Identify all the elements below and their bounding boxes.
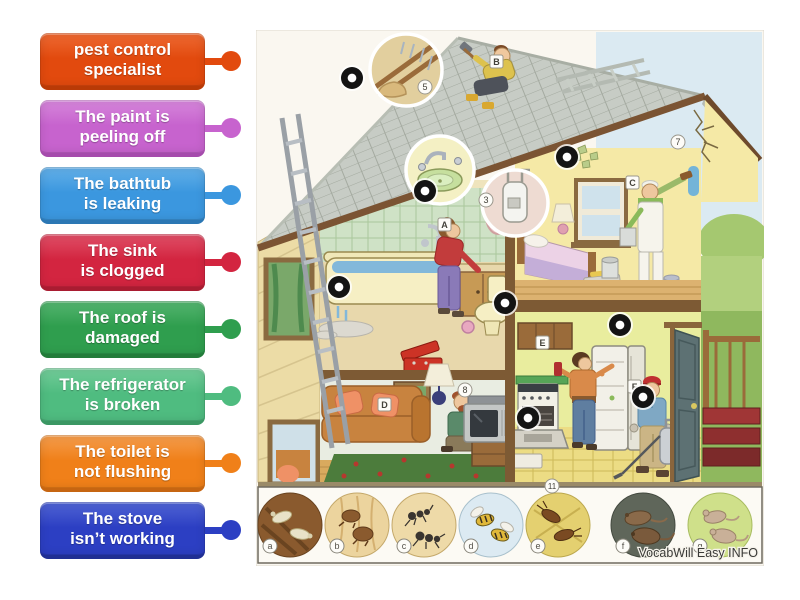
watering-pot (461, 320, 475, 334)
roof-ladder (555, 58, 651, 94)
kitchen (506, 312, 702, 483)
label-connector-stem (200, 125, 226, 132)
drop-target-clogged-sink[interactable] (414, 180, 436, 202)
pest-strip: a b c d e f g (257, 486, 763, 564)
bedroom (515, 148, 701, 312)
leaning-ladder (279, 113, 351, 449)
svg-text:E: E (539, 338, 545, 348)
svg-text:e: e (535, 541, 540, 551)
porch-steps (702, 330, 761, 467)
svg-text:C: C (629, 178, 636, 188)
label-connector-dot (221, 118, 241, 138)
rug (324, 454, 505, 482)
label-connector-dot (221, 185, 241, 205)
floor-lamp (423, 363, 455, 405)
svg-text:g: g (697, 541, 702, 551)
wall-crack (693, 109, 719, 163)
svg-text:F: F (632, 382, 638, 392)
svg-text:8: 8 (462, 385, 467, 395)
label-connector-dot (221, 520, 241, 540)
label-connector-dot (221, 386, 241, 406)
svg-text:a: a (267, 541, 272, 551)
svg-text:5: 5 (422, 82, 427, 92)
label-connector-stem (200, 259, 226, 266)
drop-target-stove[interactable] (517, 407, 539, 429)
svg-text:b: b (334, 541, 339, 551)
svg-text:11: 11 (548, 482, 557, 491)
drop-target-toilet[interactable] (494, 292, 516, 314)
number-badges: 3 5 7 8 11 (417, 79, 686, 494)
svg-text:A: A (441, 220, 448, 230)
attic-leak-inset (368, 32, 444, 108)
svg-text:d: d (468, 541, 473, 551)
label-connector-dot (221, 252, 241, 272)
label-connector-stem (200, 527, 226, 534)
roof (256, 36, 763, 252)
ground-line (258, 482, 762, 487)
person-badges: A B C D E F (377, 54, 642, 412)
bathroom (314, 188, 511, 380)
svg-text:c: c (402, 541, 407, 551)
label-connector-dot (221, 319, 241, 339)
svg-text:3: 3 (483, 195, 488, 205)
drop-target-refrigerator[interactable] (609, 314, 631, 336)
label-connector-stem (200, 58, 226, 65)
label-connector-dot (221, 51, 241, 71)
drop-target-peeling-paint-wall[interactable] (556, 146, 578, 168)
drop-target-roof[interactable] (341, 67, 363, 89)
person-fridge-repairwoman (554, 352, 615, 450)
svg-text:7: 7 (675, 137, 680, 147)
pest-letter-badges: a b c d e f g (262, 538, 708, 554)
drop-target-bathtub[interactable] (328, 276, 350, 298)
drop-target-pest-control-man[interactable] (632, 386, 654, 408)
watermark: VocabWill Easy INFO (639, 546, 759, 560)
person-painter (619, 166, 699, 294)
svg-text:B: B (493, 57, 500, 67)
toolbox (400, 340, 443, 373)
living-room (320, 363, 509, 482)
gable-wall (693, 100, 758, 202)
label-connector-stem (200, 460, 226, 467)
svg-text:D: D (381, 400, 388, 410)
label-connector-dot (221, 453, 241, 473)
bedroom-window (571, 178, 631, 248)
person-pest-control-specialist (613, 376, 676, 480)
svg-text:f: f (622, 541, 625, 551)
label-connector-stem (200, 393, 226, 400)
television (463, 395, 509, 467)
bedroom-lamp (551, 203, 575, 235)
center-wall (505, 175, 515, 482)
open-door (664, 322, 702, 483)
label-connector-stem (200, 326, 226, 333)
rug-flowers (341, 457, 493, 479)
label-connector-stem (200, 192, 226, 199)
toilet (474, 275, 510, 336)
water-heater-inset (480, 168, 550, 238)
house-illustration: a b c d e f g A B C D (256, 30, 764, 566)
